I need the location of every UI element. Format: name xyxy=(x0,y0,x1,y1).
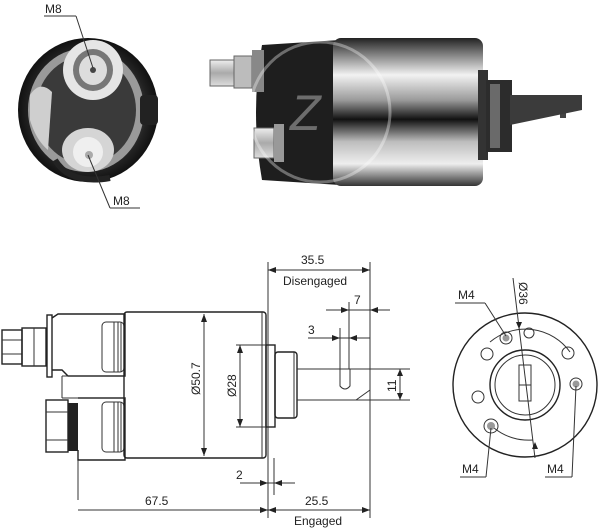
m4-label-bottom-right: M4 xyxy=(547,462,564,476)
side-top-terminal xyxy=(209,50,264,92)
drawing-bottom-terminal xyxy=(45,399,78,453)
m4-label-top: M4 xyxy=(458,288,475,302)
drawing-top-terminal xyxy=(1,314,53,378)
dim-boss-diameter: Ø28 xyxy=(225,374,239,397)
dim-3: 3 xyxy=(308,323,315,337)
dim-2: 2 xyxy=(236,468,243,482)
dim-11: 11 xyxy=(385,379,399,392)
dim-body-length: 67.5 xyxy=(145,494,169,508)
top-terminal-label: M8 xyxy=(45,2,62,16)
end-view-photo: M8 M8 xyxy=(18,2,158,209)
m4-label-bottom-left: M4 xyxy=(462,462,479,476)
dim-body-diameter: Ø50.7 xyxy=(189,362,203,395)
front-view-drawing: Ø36 M4 M4 M4 xyxy=(452,277,598,478)
bottom-terminal-label: M8 xyxy=(113,194,130,208)
watermark-logo: Z xyxy=(248,40,392,184)
dim-7: 7 xyxy=(354,293,361,307)
side-view-drawing: Ø50.7 Ø28 35.5 Disengaged 7 3 xyxy=(1,253,410,528)
dim-engaged-value: 25.5 xyxy=(305,494,329,508)
m4-hole-bottom-left xyxy=(483,418,499,434)
top-terminal-stud xyxy=(63,40,123,100)
flange-outline xyxy=(452,312,598,458)
side-view-photo: Z xyxy=(209,38,582,186)
side-bottom-terminal xyxy=(253,124,284,162)
dim-disengaged-value: 35.5 xyxy=(301,253,325,267)
dim-disengaged-label: Disengaged xyxy=(283,274,347,288)
dim-engaged-label: Engaged xyxy=(294,514,342,528)
bottom-terminal-stud xyxy=(62,128,114,172)
m4-hole-top xyxy=(499,331,513,345)
bolt-circle-diameter: Ø36 xyxy=(516,282,530,305)
svg-text:Z: Z xyxy=(289,85,322,141)
